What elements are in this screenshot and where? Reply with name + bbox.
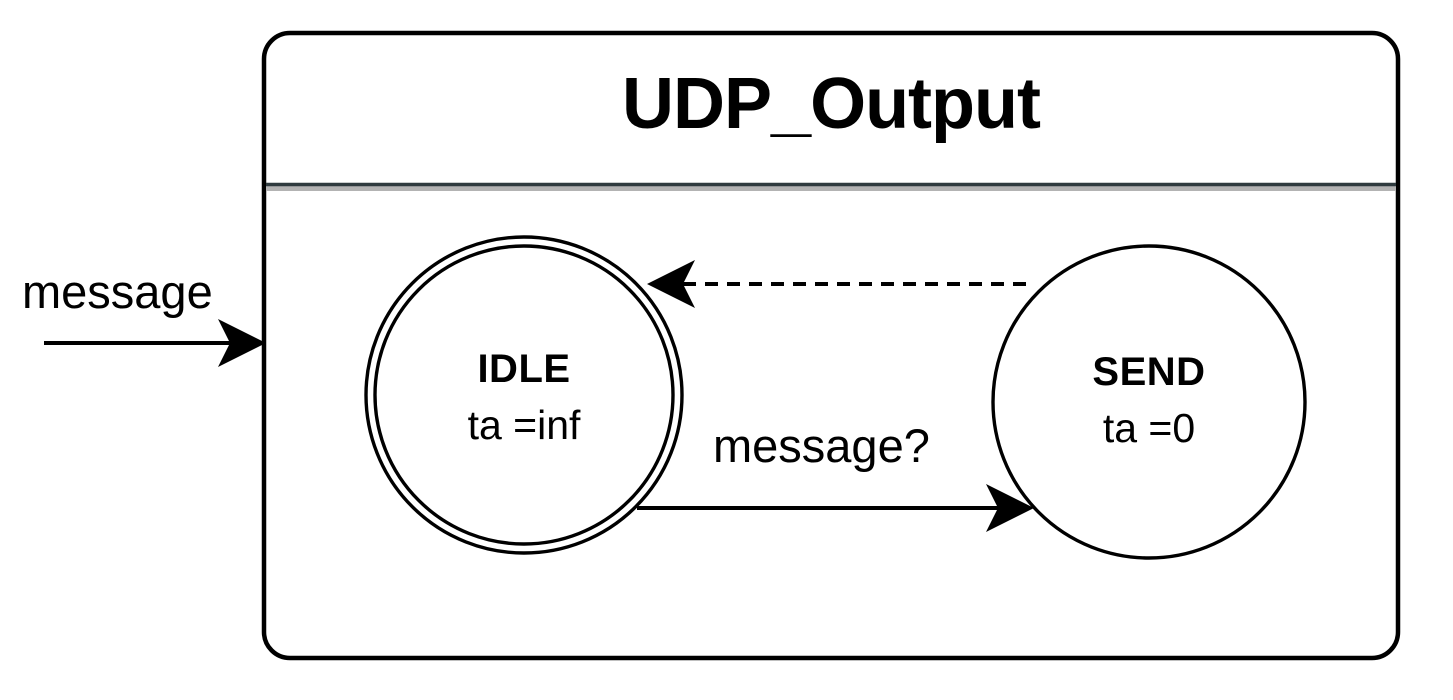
state-idle-outer-circle[interactable] xyxy=(364,235,684,555)
state-send-ta-value: ta =0 xyxy=(1102,405,1196,451)
state-send-circle[interactable] xyxy=(991,244,1307,560)
model-title: UDP_Output xyxy=(622,64,1041,144)
transition-idle-to-send-label: message? xyxy=(713,419,930,472)
state-idle-label: IDLE xyxy=(477,347,571,391)
state-idle-ta-value: ta =inf xyxy=(467,402,581,448)
external-input-label: message xyxy=(22,265,213,318)
state-idle-inner-circle xyxy=(373,244,675,546)
state-send-label: SEND xyxy=(1092,350,1206,394)
